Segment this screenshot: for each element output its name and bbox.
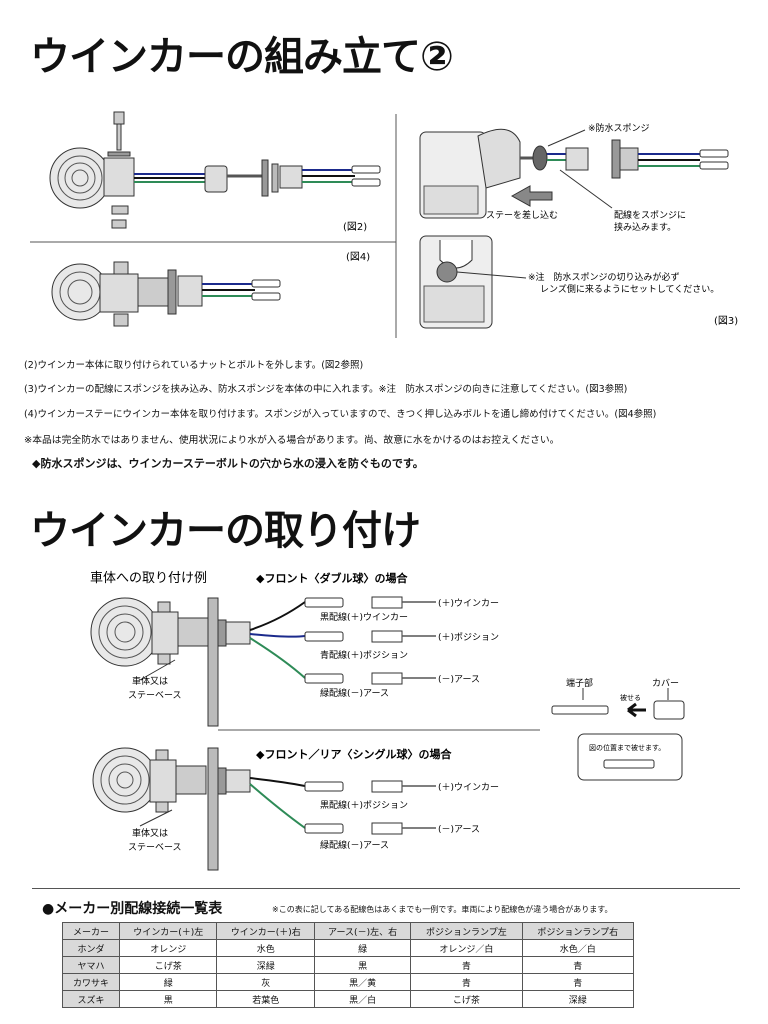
table-cell: 灰 xyxy=(216,973,315,991)
table-cell: スズキ xyxy=(62,990,120,1008)
sponge-label: ※防水スポンジ xyxy=(588,122,650,134)
table-header: ポジションランプ左 xyxy=(410,922,523,940)
instruction-2: (2)ウインカー本体に取り付けられているナットとボルトを外します。(図2参照) xyxy=(24,360,364,371)
table-divider xyxy=(32,888,740,889)
table-cell: 水色／白 xyxy=(521,939,635,957)
table-cell: 若葉色 xyxy=(216,990,315,1008)
single-wire-1: 黒配線(＋)ポジション xyxy=(320,799,408,811)
cover-label: カバー xyxy=(652,678,679,689)
table-cell: 深緑 xyxy=(216,956,315,974)
example-label: 車体への取り付け例 xyxy=(90,571,207,586)
instruction-3: (3)ウインカーの配線にスポンジを挟み込み、防水スポンジを本体の中に入れます。※… xyxy=(24,384,628,395)
table-cell: 緑 xyxy=(313,939,412,957)
table-header: ウインカー(＋)右 xyxy=(216,922,315,940)
mounting-diagrams: 車体への取り付け例 ◆フロント〈ダブル球〉の場合 (＋)ウインカー 黒配線(＋)… xyxy=(90,571,685,871)
maker-wiring-table: メーカー ウインカー(＋)左 ウインカー(＋)右 アース(－)左、右 ポジション… xyxy=(62,922,635,1008)
double-wire-3: 緑配線(－)アース xyxy=(320,687,389,699)
double-base-1: 車体又は xyxy=(132,675,168,687)
fig3-upper-drawing xyxy=(419,128,729,219)
terminal-label: 端子部 xyxy=(566,677,593,689)
table-cell: ヤマハ xyxy=(62,956,120,974)
table-header: アース(－)左、右 xyxy=(313,922,412,940)
note-sponge-1: ※注 防水スポンジの切り込みが必ず xyxy=(528,271,680,283)
single-out-1: (＋)ウインカー xyxy=(438,782,499,793)
table-cell: 水色 xyxy=(216,939,315,957)
table-cell: 青 xyxy=(410,973,523,991)
table-header: ウインカー(＋)左 xyxy=(118,922,218,940)
table-header: ポジションランプ右 xyxy=(521,922,635,940)
table-cell: 黒／黄 xyxy=(313,973,412,991)
table-cell: ホンダ xyxy=(62,939,120,957)
double-wire-2: 青配線(＋)ポジション xyxy=(320,649,408,661)
table-cell: オレンジ／白 xyxy=(410,939,523,957)
wiring-note-1: 配線をスポンジに xyxy=(614,209,686,221)
instruction-4: (4)ウインカーステーにウインカー本体を取り付けます。スポンジが入っていますので… xyxy=(24,409,657,420)
note-sponge-2: レンズ側に来るようにセットしてください。 xyxy=(540,283,719,295)
table-cell: こげ茶 xyxy=(118,956,218,974)
maker-table-note: ※この表に記してある配線色はあくまでも一例です。車両により配線色が違う場合があり… xyxy=(272,905,613,914)
table-cell: こげ茶 xyxy=(410,990,523,1008)
terminal-cover-drawing xyxy=(551,688,685,781)
fig2-label: (図2) xyxy=(343,221,367,233)
table-cell: 青 xyxy=(410,956,523,974)
assembly-figures: (図2) (図4) ※ xyxy=(30,111,738,338)
table-cell: 黒／白 xyxy=(313,990,412,1008)
table-header-row: メーカー ウインカー(＋)左 ウインカー(＋)右 アース(－)左、右 ポジション… xyxy=(62,922,635,940)
double-wire-1: 黒配線(＋)ウインカー xyxy=(320,611,408,623)
fig3-label: (図3) xyxy=(714,315,738,327)
insert-stay-label: ステーを差し込む xyxy=(486,209,558,221)
table-cell: 深緑 xyxy=(521,990,635,1008)
double-bulb-lamp-drawing xyxy=(90,596,436,727)
assembly-title: ウインカーの組み立て② xyxy=(30,34,454,80)
sponge-purpose-highlight: ◆防水スポンジは、ウインカーステーボルトの穴から水の浸入を防ぐものです。 xyxy=(32,457,424,470)
double-base-2: ステーベース xyxy=(128,690,182,701)
maker-table-title: ●メーカー別配線接続一覧表 xyxy=(42,901,223,917)
double-out-1: (＋)ウインカー xyxy=(438,598,499,609)
cover-position-note: 図の位置まで被せます。 xyxy=(589,743,665,752)
fig3-lower-drawing xyxy=(419,235,527,329)
fit-label: 被せる xyxy=(620,693,641,702)
fig4-lamp-drawing xyxy=(51,261,281,327)
double-out-2: (＋)ポジション xyxy=(438,632,499,643)
table-cell: 青 xyxy=(521,973,635,991)
table-cell: カワサキ xyxy=(62,973,120,991)
table-cell: オレンジ xyxy=(118,939,218,957)
fig2-lamp-drawing xyxy=(49,111,381,229)
double-out-3: (－)アース xyxy=(438,675,480,685)
table-cell: 緑 xyxy=(118,973,218,991)
fig4-label: (図4) xyxy=(346,251,370,263)
waterproof-disclaimer: ※本品は完全防水ではありません、使用状況により水が入る場合があります。尚、故意に… xyxy=(24,435,560,446)
single-wire-2: 緑配線(－)アース xyxy=(320,839,389,851)
table-row: スズキ 黒 若葉色 黒／白 こげ茶 深緑 xyxy=(62,990,635,1008)
table-cell: 青 xyxy=(521,956,635,974)
single-heading: ◆フロント／リア〈シングル球〉の場合 xyxy=(256,747,452,761)
table-row: ヤマハ こげ茶 深緑 黒 青 青 xyxy=(62,956,635,974)
single-out-2: (－)アース xyxy=(438,825,480,835)
wiring-note-2: 挟み込みます。 xyxy=(614,221,676,233)
table-cell: 黒 xyxy=(313,956,412,974)
table-row: カワサキ 緑 灰 黒／黄 青 青 xyxy=(62,973,635,991)
mounting-title: ウインカーの取り付け xyxy=(30,508,421,554)
double-heading: ◆フロント〈ダブル球〉の場合 xyxy=(256,571,408,585)
single-bulb-lamp-drawing xyxy=(92,747,436,871)
table-header: メーカー xyxy=(62,922,120,940)
single-base-2: ステーベース xyxy=(128,842,182,853)
single-base-1: 車体又は xyxy=(132,827,168,839)
table-cell: 黒 xyxy=(118,990,218,1008)
table-row: ホンダ オレンジ 水色 緑 オレンジ／白 水色／白 xyxy=(62,939,635,957)
